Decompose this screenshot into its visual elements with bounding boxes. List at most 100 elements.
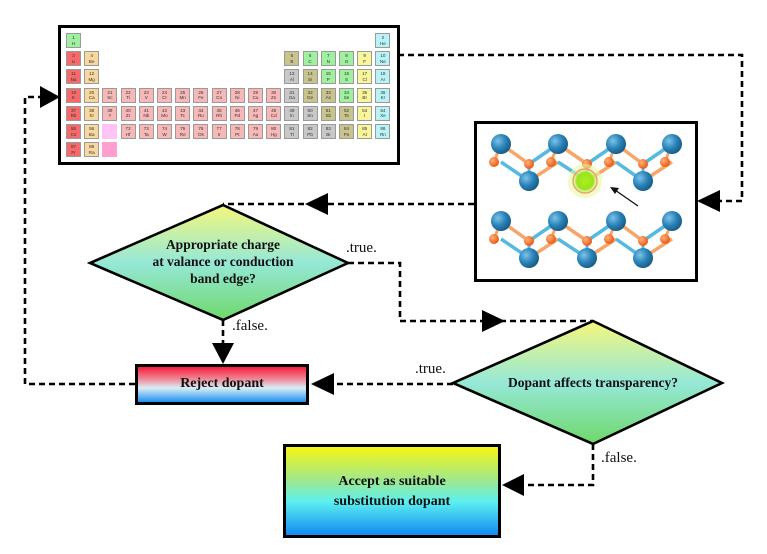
- decision1-false-label: .false.: [232, 318, 268, 334]
- accept-dopant-box: Accept as suitable substitution dopant: [283, 444, 501, 538]
- atomic-number: 2: [381, 35, 385, 40]
- element-symbol: N: [326, 58, 330, 64]
- accept-dopant-label: Accept as suitable substitution dopant: [286, 472, 498, 512]
- atomic-number: 11: [71, 71, 76, 77]
- atomic-number: 88: [89, 144, 95, 150]
- element-symbol: Be: [88, 58, 95, 64]
- element-symbol: Mn: [179, 95, 186, 101]
- atomic-number: 86: [380, 126, 386, 131]
- small-atom: [546, 234, 556, 244]
- element-symbol: Br: [362, 95, 367, 101]
- atomic-number: 8: [345, 53, 348, 59]
- small-atom: [546, 157, 556, 167]
- atomic-number: 21: [107, 89, 113, 95]
- decision1-text: Appropriate charge at valance or conduct…: [130, 236, 316, 287]
- dopant-highlight: [568, 164, 602, 198]
- small-atom: [604, 157, 614, 167]
- element-symbol: Ga: [288, 95, 295, 101]
- atomic-number: 16: [343, 71, 350, 77]
- atomic-number: 17: [362, 71, 368, 77]
- atomic-number: 14: [307, 71, 313, 77]
- atomic-number: 3: [72, 53, 75, 59]
- atomic-number: 26: [198, 89, 204, 95]
- atomic-number: 4: [90, 53, 93, 59]
- element-symbol: Ca: [88, 95, 95, 101]
- atomic-number: 55: [70, 126, 77, 131]
- element-symbol: Mg: [88, 76, 95, 82]
- decision2-diamond: [449, 319, 726, 446]
- connector-decision1-true: [348, 261, 593, 323]
- element-symbol: Se: [343, 95, 350, 101]
- element-symbol: Ru: [197, 113, 204, 119]
- large-atom: [662, 211, 682, 231]
- element-symbol: B: [290, 58, 294, 64]
- connector-ptable-to-structure: [398, 53, 744, 203]
- atomic-number: 5: [290, 53, 294, 59]
- atomic-number: 51: [325, 107, 331, 113]
- element-symbol: Ra: [88, 149, 95, 155]
- accept-line: substitution dopant: [333, 494, 451, 509]
- large-atom: [606, 134, 626, 154]
- element-symbol: O: [344, 58, 349, 64]
- element-symbol: Xe: [380, 113, 386, 119]
- element-symbol: Tc: [180, 113, 185, 119]
- arrowhead-into-structure: [697, 190, 720, 212]
- element-symbol: In: [289, 113, 294, 119]
- atomic-number: 13: [289, 71, 295, 77]
- atomic-number: 31: [289, 89, 295, 95]
- element-symbol: Rb: [70, 113, 77, 119]
- atomic-number: 35: [362, 89, 368, 95]
- element-symbol: At: [362, 131, 367, 137]
- large-atom: [491, 134, 511, 154]
- element-symbol: Fr: [71, 149, 76, 155]
- small-atom: [524, 159, 534, 169]
- crystal-structure-panel: [474, 121, 698, 282]
- atomic-number: 74: [161, 126, 168, 131]
- element-symbol: Hf: [125, 131, 131, 137]
- atomic-number: 45: [216, 107, 222, 113]
- atomic-number: 78: [234, 126, 240, 131]
- element-symbol: Ni: [235, 95, 240, 101]
- connector-reject-to-ptable: [23, 95, 135, 386]
- element-symbol: Hg: [270, 131, 277, 137]
- element-symbol: F: [363, 58, 367, 64]
- large-atom: [491, 211, 511, 231]
- arrowhead-into-decision1-path: [305, 193, 328, 215]
- element-symbol: V: [144, 95, 148, 101]
- element-symbol: Mo: [161, 113, 168, 119]
- element-symbol: Rn: [379, 131, 386, 137]
- decision2-true-label: .true.: [415, 361, 446, 377]
- atomic-number: 75: [180, 126, 186, 131]
- atomic-number: 53: [362, 107, 368, 113]
- large-atom: [548, 134, 568, 154]
- element-symbol: Ti: [126, 95, 130, 101]
- element-symbol: Al: [289, 76, 294, 82]
